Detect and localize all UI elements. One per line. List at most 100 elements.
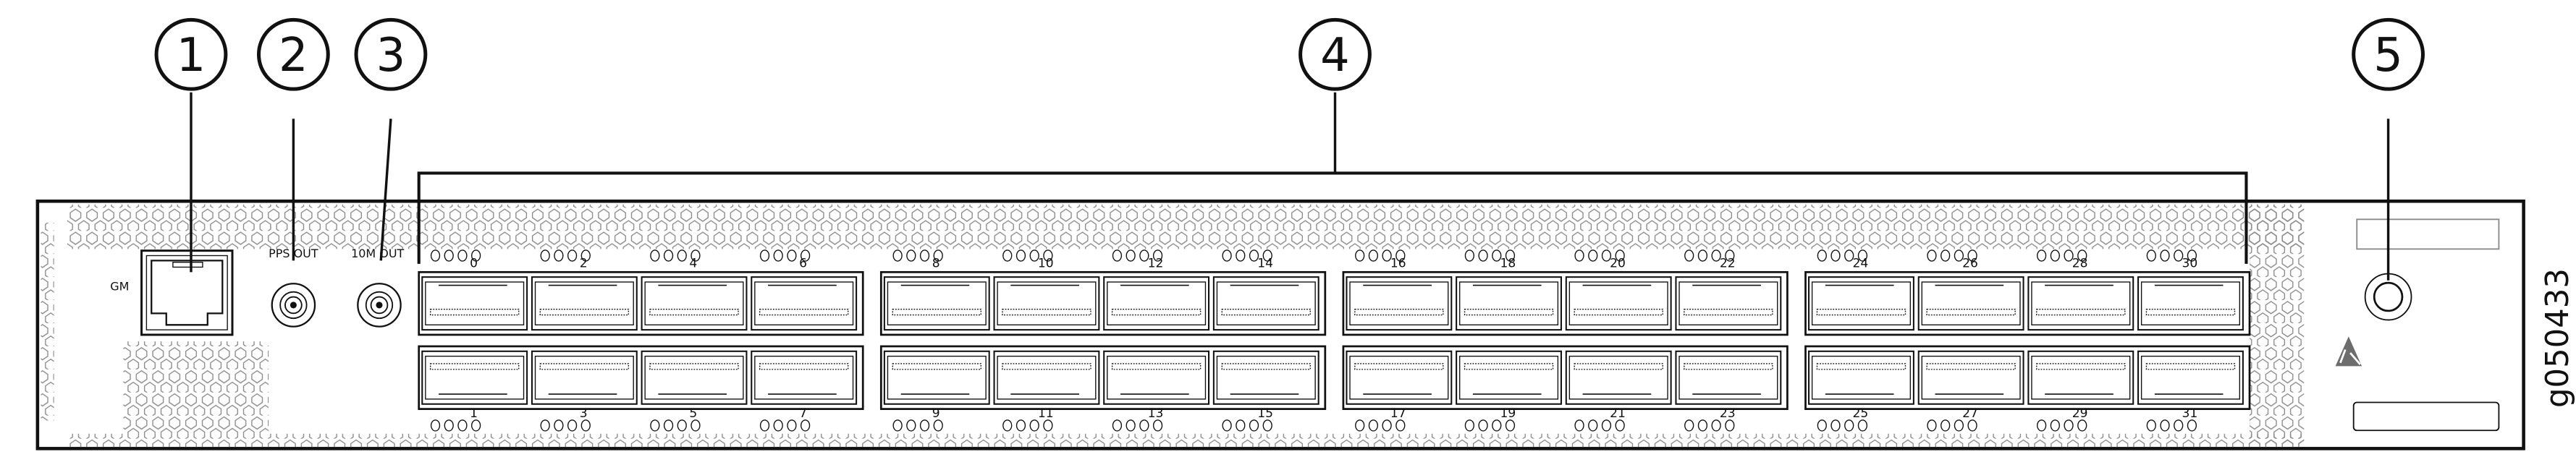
port-number: 27 <box>1962 406 1978 421</box>
qsfp-port[interactable] <box>1917 350 2024 405</box>
connector-contacts <box>1574 363 1663 370</box>
status-led <box>2174 249 2184 262</box>
qsfp-port[interactable] <box>641 276 748 331</box>
10m-out-connector[interactable] <box>357 283 402 328</box>
qsfp-port[interactable] <box>993 350 1100 405</box>
qsfp-port[interactable] <box>883 350 990 405</box>
status-led <box>1697 419 1708 432</box>
qsfp-port[interactable] <box>1808 350 1914 405</box>
port-number: 7 <box>799 406 807 421</box>
qsfp-port[interactable] <box>993 276 1100 331</box>
port-number: 26 <box>1962 256 1978 270</box>
status-led <box>580 419 591 432</box>
status-led <box>906 419 916 432</box>
status-led <box>773 249 783 262</box>
qsfp-port[interactable] <box>641 350 748 405</box>
port-number: 19 <box>1500 406 1516 421</box>
status-led <box>919 249 930 262</box>
status-led <box>1601 419 1612 432</box>
status-led <box>1478 249 1488 262</box>
qsfp-port[interactable] <box>1212 276 1319 331</box>
gm-rj45-port[interactable] <box>140 249 234 336</box>
status-led <box>2160 249 2170 262</box>
qsfp-port[interactable] <box>751 276 858 331</box>
qsfp-port[interactable] <box>421 350 528 405</box>
10m-out-label: 10M OUT <box>351 247 404 260</box>
status-led <box>906 249 916 262</box>
status-led <box>540 419 550 432</box>
status-led <box>1249 249 1259 262</box>
reset-button[interactable] <box>2364 273 2412 321</box>
qsfp-port[interactable] <box>2137 350 2244 405</box>
status-led <box>1492 249 1502 262</box>
connector-contacts <box>759 308 849 316</box>
port-number: 5 <box>689 406 697 421</box>
connector-contacts <box>2145 308 2236 316</box>
qsfp-port[interactable] <box>1565 350 1672 405</box>
pps-out-connector[interactable] <box>271 283 316 328</box>
qsfp-port[interactable] <box>1346 350 1453 405</box>
status-led <box>1684 249 1694 262</box>
svg-text:1: 1 <box>177 29 206 82</box>
port-number: 23 <box>1720 406 1736 421</box>
qsfp-port[interactable] <box>1565 276 1672 331</box>
connector-contacts <box>1816 308 1906 316</box>
port-number: 28 <box>2072 256 2088 270</box>
status-led <box>650 249 660 262</box>
status-led <box>1222 249 1232 262</box>
port-number: 6 <box>799 256 807 270</box>
status-led <box>580 249 591 262</box>
status-led <box>691 249 701 262</box>
status-led <box>444 419 454 432</box>
status-led <box>1112 249 1123 262</box>
status-led <box>1725 249 1735 262</box>
port-number: 16 <box>1390 256 1406 270</box>
qsfp-port[interactable] <box>2027 276 2134 331</box>
qsfp-port[interactable] <box>883 276 990 331</box>
qsfp-port[interactable] <box>1456 350 1562 405</box>
qsfp-port[interactable] <box>1212 350 1319 405</box>
qsfp-port[interactable] <box>1456 276 1562 331</box>
qsfp-port[interactable] <box>2027 350 2134 405</box>
qsfp-port[interactable] <box>751 350 858 405</box>
qsfp-port[interactable] <box>531 276 638 331</box>
port-number: 12 <box>1148 256 1164 270</box>
status-led <box>457 249 468 262</box>
port-number: 4 <box>689 256 697 270</box>
status-led <box>1015 419 1026 432</box>
status-led <box>1684 419 1694 432</box>
status-led <box>1043 419 1053 432</box>
status-led <box>471 249 481 262</box>
port-number: 21 <box>1610 406 1626 421</box>
status-led <box>1368 249 1379 262</box>
status-led <box>1382 419 1392 432</box>
qsfp-port[interactable] <box>2137 276 2244 331</box>
status-led <box>2077 249 2087 262</box>
qsfp-port[interactable] <box>1103 276 1210 331</box>
port-number: 29 <box>2072 406 2088 421</box>
status-led <box>1492 419 1502 432</box>
status-led <box>933 419 943 432</box>
connector-contacts <box>539 308 630 316</box>
qsfp-port[interactable] <box>1917 276 2024 331</box>
qsfp-port[interactable] <box>1346 276 1453 331</box>
qsfp-port[interactable] <box>421 276 528 331</box>
connector-contacts <box>1684 308 1773 316</box>
connector-contacts <box>2145 363 2236 370</box>
connector-contacts <box>892 363 981 370</box>
status-led <box>2064 249 2074 262</box>
qsfp-port[interactable] <box>1675 276 1782 331</box>
status-led <box>1505 419 1516 432</box>
connector-contacts <box>1221 363 1311 370</box>
connector-contacts <box>2036 363 2126 370</box>
status-led <box>759 419 770 432</box>
qsfp-port[interactable] <box>1808 276 1914 331</box>
svg-text:5: 5 <box>2373 29 2403 82</box>
qsfp-port[interactable] <box>1103 350 1210 405</box>
qsfp-port[interactable] <box>1675 350 1782 405</box>
status-led <box>1112 419 1123 432</box>
port-number: 9 <box>932 406 940 421</box>
qsfp-port[interactable] <box>531 350 638 405</box>
connector-contacts <box>759 363 849 370</box>
